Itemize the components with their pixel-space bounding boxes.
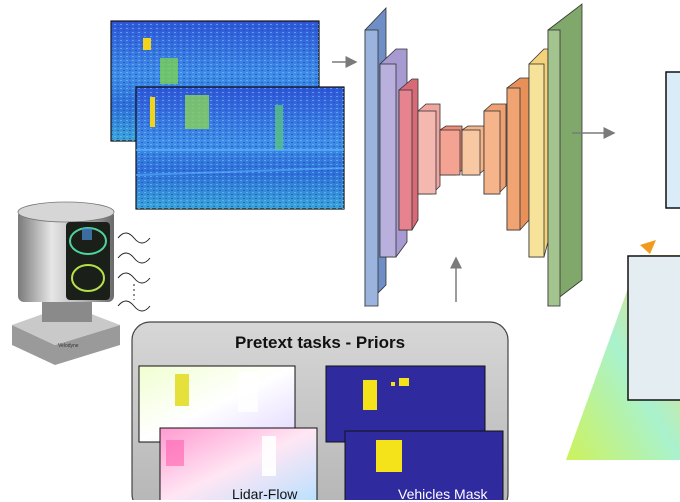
unet-decoder	[461, 3, 583, 307]
unet-encoder	[364, 7, 463, 307]
pretext-panel-title: Pretext tasks - Priors	[234, 333, 406, 352]
signal-wave-icon	[117, 232, 151, 312]
sensor-brand-text: Velodyne	[58, 343, 79, 349]
lidar-sensor-icon: Velodyne	[12, 201, 120, 365]
lidar-flow-label: Lidar-Flow	[232, 486, 298, 502]
vehicles-mask-image-back	[325, 365, 486, 443]
output-pyramid	[566, 71, 680, 460]
lidar-flow-image-front	[159, 427, 318, 500]
vehicles-mask-label: Vehicles Mask	[398, 486, 488, 502]
depth-map-input-front	[135, 86, 345, 210]
vehicles-mask-image-front	[344, 430, 504, 500]
